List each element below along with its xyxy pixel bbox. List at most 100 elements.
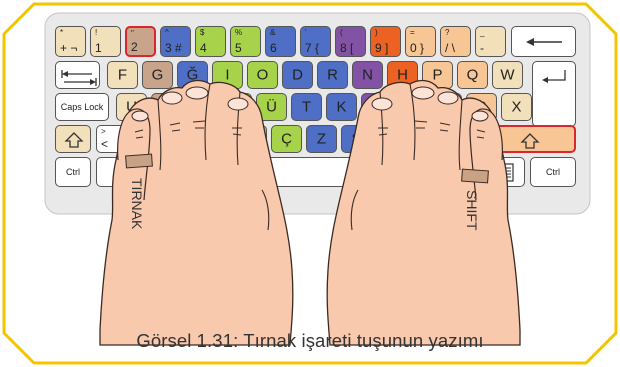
key-row1-5[interactable]: %5: [230, 26, 261, 57]
key-row2-11[interactable]: W: [492, 61, 523, 89]
key-letter: Q: [466, 66, 479, 84]
tab-key[interactable]: [55, 61, 100, 89]
nail: [185, 86, 209, 100]
key-row1-0[interactable]: * + ¬: [55, 26, 86, 57]
key-row1-12[interactable]: _-: [475, 26, 506, 57]
key-letter: O: [256, 66, 269, 84]
key-lower-symbol: <: [101, 137, 109, 151]
key-upper-symbol: %: [235, 28, 243, 37]
key-row2-4[interactable]: O: [247, 61, 278, 89]
key-row2-6[interactable]: R: [317, 61, 348, 89]
key-row2-1[interactable]: G: [142, 61, 173, 89]
key-upper-symbol: ): [375, 28, 378, 37]
right-ctrl-key[interactable]: Ctrl: [530, 157, 576, 187]
key-row1-9[interactable]: ) 9 ]: [370, 26, 401, 57]
shift-arrow-icon: [64, 132, 84, 148]
key-letter: G: [151, 66, 164, 84]
key-upper-symbol: ': [305, 28, 307, 37]
right-hand: SHIFT: [326, 79, 521, 346]
key-lower-symbol: / \: [445, 41, 456, 55]
key-row1-7[interactable]: ' 7 {: [300, 26, 331, 57]
backspace-arrow-icon: [526, 38, 562, 46]
left-finger-label: TIRNAK: [129, 178, 145, 230]
key-upper-symbol: _: [480, 28, 485, 37]
key-upper-symbol: *: [60, 28, 64, 37]
key-upper-symbol: (: [340, 28, 343, 37]
ctrl-label: Ctrl: [66, 167, 80, 177]
nail: [437, 91, 459, 105]
key-letter: K: [336, 98, 347, 116]
key-row1-6[interactable]: &6: [265, 26, 296, 57]
key-lower-symbol: 9 ]: [375, 41, 389, 55]
left-ctrl-key[interactable]: Ctrl: [55, 157, 91, 187]
key-lower-symbol: 1: [95, 41, 102, 55]
enter-arrow-icon: [542, 70, 566, 83]
key-lower-symbol: 3 #: [165, 41, 182, 55]
key-upper-symbol: =: [410, 28, 415, 37]
backspace-key[interactable]: [511, 26, 576, 57]
key-upper-symbol: >: [101, 127, 106, 136]
left-pinky-ring: [125, 153, 153, 169]
nail: [161, 91, 183, 105]
figure-caption: Görsel 1.31: Tırnak işareti tuşunun yazı…: [136, 330, 484, 351]
key-letter: T: [301, 98, 312, 116]
key-row1-1[interactable]: !1: [90, 26, 121, 57]
key-row4-5[interactable]: Z: [306, 125, 337, 153]
key-row1-10[interactable]: = 0 }: [405, 26, 436, 57]
key-letter: Ü: [266, 98, 277, 116]
key-lower-symbol: 0 }: [410, 41, 425, 55]
key-letter: W: [500, 66, 515, 84]
key-row1-8[interactable]: (8 [: [335, 26, 366, 57]
tab-arrow-icon: [61, 70, 97, 86]
key-lower-symbol: -: [480, 41, 484, 55]
key-row1-3[interactable]: ^ 3 #: [160, 26, 191, 57]
key-upper-symbol: &: [270, 28, 276, 37]
key-lower-symbol: 7 {: [305, 41, 320, 55]
key-lower-symbol: 4: [200, 41, 207, 55]
nail: [471, 110, 489, 122]
key-row3-5[interactable]: T: [291, 93, 322, 121]
key-lower-symbol: 5: [235, 41, 242, 55]
right-finger-label: SHIFT: [464, 190, 480, 231]
key-row3-6[interactable]: K: [326, 93, 357, 121]
key-row2-5[interactable]: D: [282, 61, 313, 89]
key-letter: I: [225, 66, 230, 84]
key-row2-10[interactable]: Q: [457, 61, 488, 89]
left-hand: TIRNAK: [99, 79, 294, 346]
shift-arrow-icon: [520, 133, 540, 149]
caps-lock-label: Caps Lock: [60, 102, 104, 112]
key-upper-symbol: ": [131, 29, 134, 38]
key-upper-symbol: ^: [165, 28, 169, 37]
key-row1-11[interactable]: ? / \: [440, 26, 471, 57]
key-upper-symbol: ?: [445, 28, 450, 37]
key-letter: P: [432, 66, 443, 84]
key-lower-symbol: 8 [: [340, 41, 354, 55]
key-row1-4[interactable]: $4: [195, 26, 226, 57]
key-letter: R: [327, 66, 338, 84]
key-lower-symbol: + ¬: [60, 41, 78, 55]
key-letter: Ç: [281, 130, 292, 148]
nail: [131, 110, 149, 122]
key-upper-symbol: !: [95, 28, 98, 37]
right-pinky-ring: [461, 168, 489, 184]
key-letter: H: [397, 66, 408, 84]
key-letter: X: [511, 98, 522, 116]
caps-lock-key[interactable]: Caps Lock: [55, 93, 109, 121]
key-row2-0[interactable]: F: [107, 61, 138, 89]
nail: [411, 86, 435, 100]
left-shift-key[interactable]: [55, 125, 91, 153]
key-letter: D: [292, 66, 303, 84]
key-lower-symbol: 6: [270, 41, 277, 55]
key-letter: N: [362, 66, 373, 84]
nail: [371, 97, 393, 111]
key-lower-symbol: 2: [131, 40, 138, 54]
key-row2-7[interactable]: N: [352, 61, 383, 89]
key-letter: Z: [316, 130, 327, 148]
key-row1-2[interactable]: "2: [125, 26, 156, 57]
key-row3-11[interactable]: X: [501, 93, 532, 121]
nail: [227, 97, 249, 111]
key-upper-symbol: $: [200, 28, 205, 37]
key-row4-4[interactable]: Ç: [271, 125, 302, 153]
